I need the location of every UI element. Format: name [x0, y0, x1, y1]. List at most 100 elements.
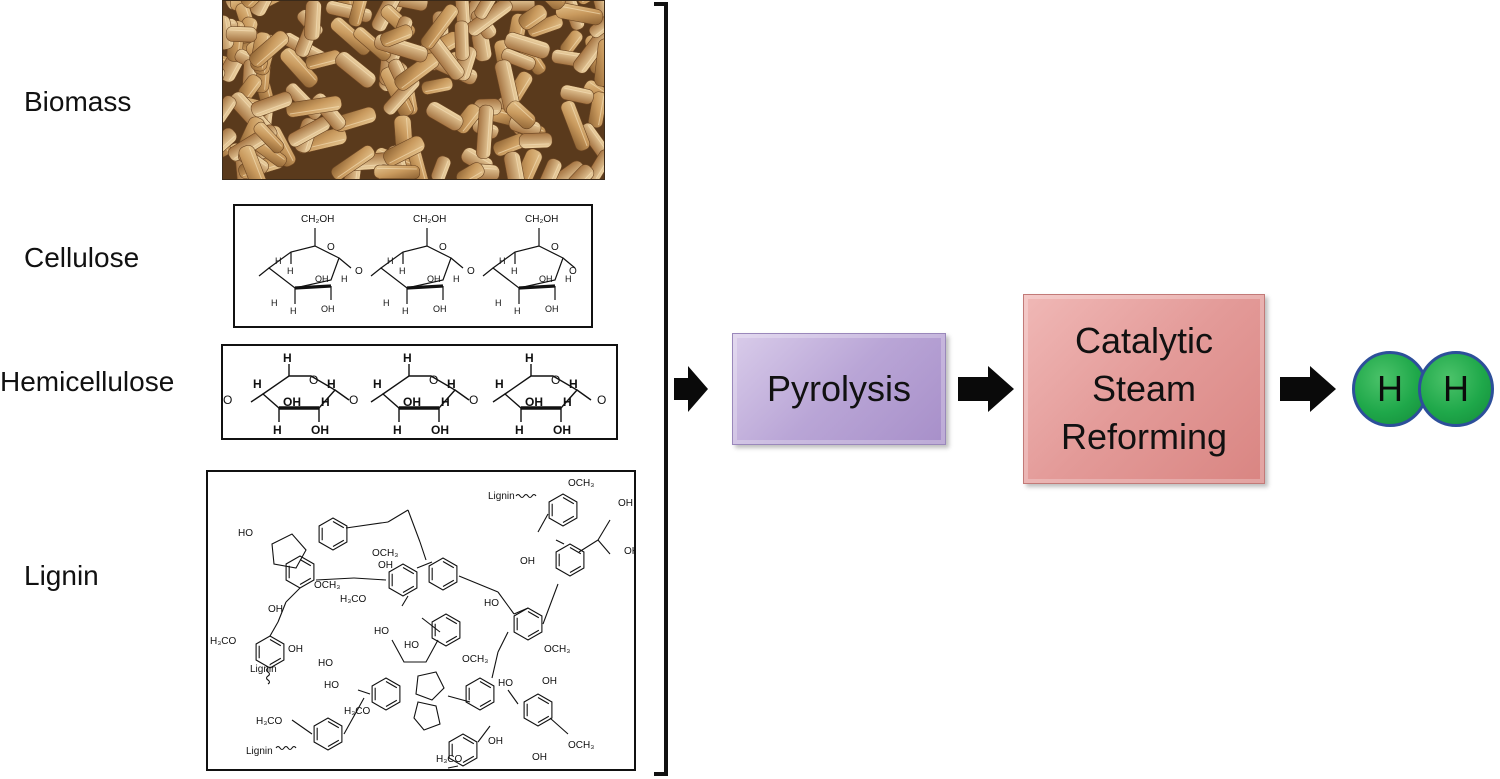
hydroxyl-label: OH: [283, 395, 301, 409]
lignin-structure: LigninOCH₃OHOHHOOCH₃OHOCH₃H₃COOHHOHOHOOC…: [210, 478, 634, 769]
label-biomass: Biomass: [24, 86, 132, 117]
steam-reforming-line-1: Catalytic: [1074, 320, 1214, 361]
lignin-group-label: Lignin: [250, 664, 277, 675]
label-lignin: Lignin: [24, 560, 99, 591]
pyrolysis-box: Pyrolysis: [732, 333, 946, 445]
lignin-group-label: OCH₃: [568, 740, 594, 751]
oxygen-label: O: [597, 393, 606, 407]
lignin-group-label: OCH₃: [372, 548, 398, 559]
oxygen-label: O: [223, 393, 232, 407]
hydrogen-label: H: [393, 423, 402, 437]
right-bracket: [654, 2, 668, 776]
lignin-group-label: HO: [498, 678, 513, 689]
hydroxyl-label: OH: [553, 423, 571, 437]
lignin-group-label: H₃CO: [436, 754, 463, 765]
hydrogen-label: H: [399, 266, 406, 276]
lignin-structure-panel: LigninOCH₃OHOHHOOCH₃OHOCH₃H₃COOHHOHOHOOC…: [206, 470, 636, 771]
hydrogen-label: H: [525, 351, 534, 365]
hydrogen-label: H: [447, 377, 456, 391]
oxygen-label: O: [309, 373, 318, 387]
lignin-group-label: OH: [618, 498, 633, 509]
right-arrow-icon: [958, 366, 1014, 412]
hydrogen-label: H: [453, 274, 460, 284]
lignin-group-label: HO: [318, 658, 333, 669]
hydroxyl-label: OH: [539, 274, 553, 284]
hydrogen-label: H: [341, 274, 348, 284]
hydrogen-label: H: [321, 395, 330, 409]
steam-reforming-line-3: Reforming: [1060, 416, 1228, 457]
lignin-group-label: OH: [378, 560, 393, 571]
right-arrow-icon: [674, 366, 708, 412]
hydroxyl-label: OH: [431, 423, 449, 437]
hydroxyl-label: OH: [525, 395, 543, 409]
steam-reforming-line-2: Steam: [1091, 368, 1197, 409]
oxygen-label: O: [327, 242, 335, 253]
hydrogen-label: H: [495, 377, 504, 391]
lignin-group-label: H₃CO: [340, 594, 367, 605]
biomass-pellets-image: [222, 0, 605, 180]
oxygen-label: O: [469, 393, 478, 407]
lignin-group-label: OH: [542, 676, 557, 687]
ch2oh-label: CH₂OH: [413, 214, 446, 225]
hydrogen-label: H: [441, 395, 450, 409]
hydroxyl-label: OH: [311, 423, 329, 437]
hydrogen-label: H: [253, 377, 262, 391]
hydrogen-atom-2: H: [1418, 351, 1494, 427]
catalytic-steam-reforming-box: Catalytic Steam Reforming: [1023, 294, 1265, 484]
lignin-group-label: OCH₃: [314, 580, 340, 591]
oxygen-label: O: [467, 266, 475, 277]
hydroxyl-label: OH: [315, 274, 329, 284]
lignin-group-label: OH: [288, 644, 303, 655]
oxygen-label: O: [569, 266, 577, 277]
hydroxyl-label: OH: [321, 304, 335, 314]
hydroxyl-label: OH: [433, 304, 447, 314]
lignin-group-label: Lignin: [488, 491, 515, 502]
lignin-group-label: H₃CO: [256, 716, 283, 727]
hydrogen-label: H: [327, 377, 336, 391]
hydrogen-label: H: [403, 351, 412, 365]
lignin-group-label: OH: [268, 604, 283, 615]
oxygen-label: O: [349, 393, 358, 407]
hydrogen-atom-1: H: [1352, 351, 1428, 427]
hydrogen-label: H: [514, 306, 521, 316]
lignin-group-label: HO: [238, 528, 253, 539]
hydrogen-atom-2-label: H: [1443, 368, 1469, 409]
hydrogen-label: H: [499, 256, 506, 266]
lignin-group-label: H₃CO: [210, 636, 237, 647]
lignin-group-label: HO: [324, 680, 339, 691]
lignin-group-label: Lignin: [246, 746, 273, 757]
hydroxyl-label: OH: [545, 304, 559, 314]
lignin-group-label: OH: [532, 752, 547, 763]
lignin-group-label: OH: [520, 556, 535, 567]
hydrogen-label: H: [402, 306, 409, 316]
oxygen-label: O: [355, 266, 363, 277]
hydrogen-label: H: [290, 306, 297, 316]
oxygen-label: O: [551, 242, 559, 253]
label-cellulose: Cellulose: [24, 242, 140, 273]
hydrogen-label: H: [383, 298, 390, 308]
hydrogen-label: H: [565, 274, 572, 284]
hydrogen-label: H: [287, 266, 294, 276]
hydrogen-label: H: [387, 256, 394, 266]
wood-pellets-image: [223, 1, 604, 179]
label-hemicellulose: Hemicellulose: [0, 366, 175, 397]
hydroxyl-label: OH: [403, 395, 421, 409]
ch2oh-label: CH₂OH: [301, 214, 334, 225]
lignin-group-label: HO: [404, 640, 419, 651]
ch2oh-label: CH₂OH: [525, 214, 558, 225]
oxygen-label: O: [439, 242, 447, 253]
lignin-group-label: HO: [374, 626, 389, 637]
oxygen-label: O: [551, 373, 560, 387]
pyrolysis-label: Pyrolysis: [766, 368, 912, 409]
hydrogen-label: H: [563, 395, 572, 409]
hydrogen-label: H: [511, 266, 518, 276]
hydrogen-label: H: [569, 377, 578, 391]
hydrogen-label: H: [515, 423, 524, 437]
hydrogen-label: H: [271, 298, 278, 308]
right-arrow-icon: [1280, 366, 1336, 412]
hydrogen-label: H: [273, 423, 282, 437]
lignin-group-label: OCH₃: [568, 478, 594, 489]
